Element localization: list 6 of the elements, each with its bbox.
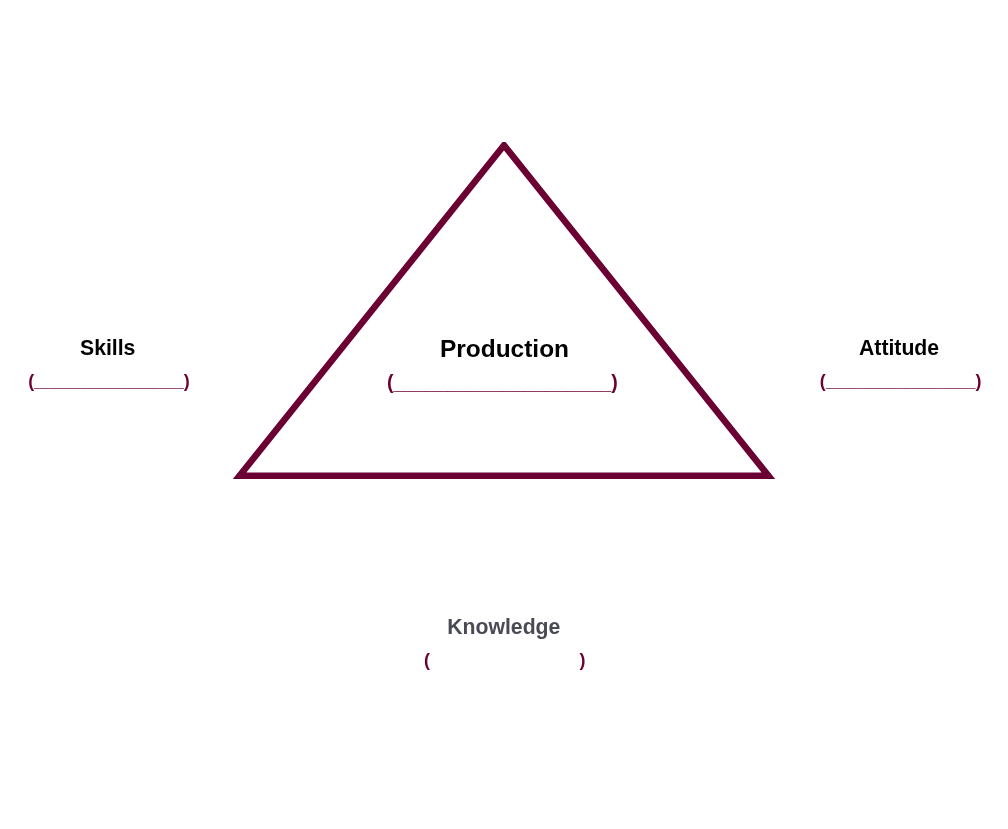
label: Knowledge xyxy=(447,614,561,638)
label: (_______________) xyxy=(28,370,190,391)
label: Attitude xyxy=(859,335,940,359)
label: (_______________) xyxy=(819,370,982,391)
label: ( ) xyxy=(424,649,586,670)
label: Skills xyxy=(80,335,136,359)
